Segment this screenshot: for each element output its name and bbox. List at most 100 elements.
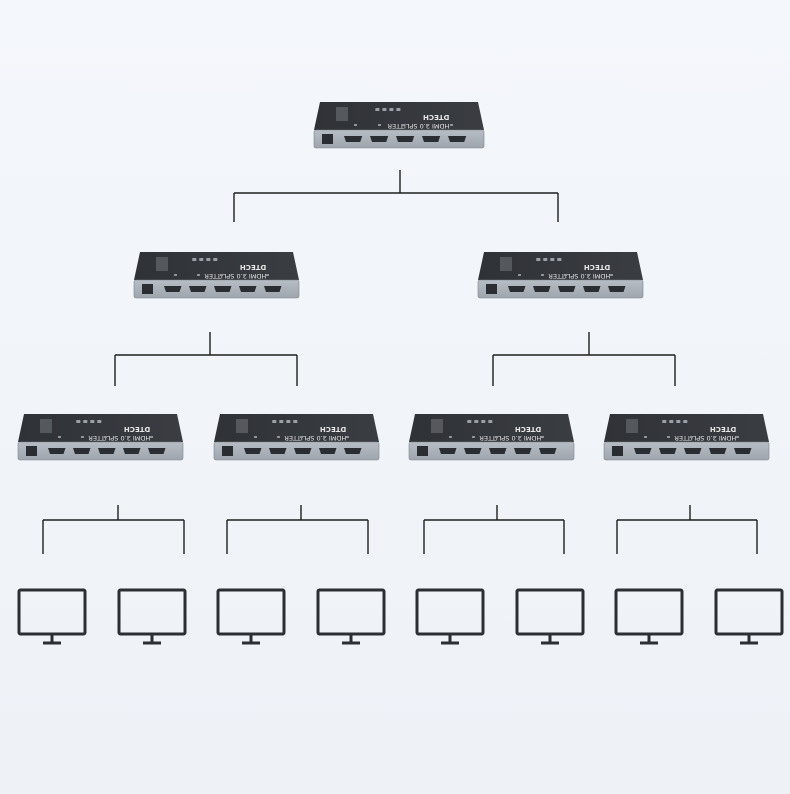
- status-led: [382, 108, 387, 111]
- port-marking: [300, 436, 303, 438]
- status-led: [396, 108, 401, 111]
- monitor-icon: [415, 588, 485, 645]
- status-led: [669, 420, 674, 423]
- hdmi-port: [634, 448, 652, 454]
- port-marking: [426, 124, 429, 126]
- port-marking: [378, 124, 381, 126]
- splitter-model-label: HDMI 2.0 SPLITTER: [284, 434, 346, 442]
- port-marking: [58, 436, 61, 438]
- status-led: [279, 420, 284, 423]
- status-led: [474, 420, 479, 423]
- port-marking: [127, 436, 130, 438]
- hdmi-port: [189, 286, 207, 292]
- port-marking: [644, 436, 647, 438]
- status-led: [206, 258, 211, 261]
- port-marking: [450, 124, 453, 126]
- hdmi-port: [448, 136, 467, 142]
- port-marking: [243, 274, 246, 276]
- port-marking: [690, 436, 693, 438]
- port-marking: [587, 274, 590, 276]
- port-marking: [104, 436, 107, 438]
- hdmi-port: [558, 286, 576, 292]
- hdmi-port: [508, 286, 526, 292]
- splitter-brand-logo: DTECH: [515, 425, 542, 433]
- dip-switch: [626, 419, 638, 433]
- port-marking: [449, 436, 452, 438]
- status-led: [557, 258, 562, 261]
- status-led: [488, 420, 493, 423]
- monitor-icon: [216, 588, 286, 645]
- status-led: [536, 258, 541, 261]
- port-marking: [354, 124, 357, 126]
- hdmi-port: [98, 448, 116, 454]
- hdmi-port: [244, 448, 262, 454]
- port-marking: [518, 274, 521, 276]
- splitter-model-label: HDMI 2.0 SPLITTER: [387, 122, 449, 130]
- status-led: [676, 420, 681, 423]
- port-marking: [472, 436, 475, 438]
- status-led: [481, 420, 486, 423]
- hdmi-port: [370, 136, 389, 142]
- splitter-brand-logo: DTECH: [584, 263, 611, 271]
- monitor-icon: [117, 588, 187, 645]
- hdmi-port: [269, 448, 287, 454]
- hdmi-port: [422, 136, 441, 142]
- port-marking: [277, 436, 280, 438]
- status-led: [83, 420, 88, 423]
- hdmi-port: [709, 448, 727, 454]
- splitter-top-face: [409, 414, 574, 442]
- splitter-brand-logo: DTECH: [320, 425, 347, 433]
- status-led: [286, 420, 291, 423]
- port-marking: [610, 274, 613, 276]
- port-marking: [495, 436, 498, 438]
- power-jack: [322, 134, 333, 144]
- splitter-top-face: [478, 252, 643, 280]
- status-led: [192, 258, 197, 261]
- port-marking: [197, 274, 200, 276]
- dip-switch: [500, 257, 512, 271]
- dip-switch: [156, 257, 168, 271]
- port-marking: [220, 274, 223, 276]
- port-marking: [713, 436, 716, 438]
- splitter-brand-logo: DTECH: [423, 113, 450, 121]
- splitter-top-face: [18, 414, 183, 442]
- hdmi-port: [734, 448, 752, 454]
- status-led: [550, 258, 555, 261]
- port-marking: [254, 436, 257, 438]
- power-jack: [26, 446, 37, 456]
- status-led: [662, 420, 667, 423]
- port-marking: [518, 436, 521, 438]
- port-marking: [736, 436, 739, 438]
- hdmi-port: [684, 448, 702, 454]
- splitter-model-label: HDMI 2.0 SPLITTER: [548, 272, 610, 280]
- hdmi-port: [464, 448, 482, 454]
- port-marking: [266, 274, 269, 276]
- hdmi-port: [264, 286, 282, 292]
- hdmi-port: [489, 448, 507, 454]
- status-led: [90, 420, 95, 423]
- status-led: [272, 420, 277, 423]
- splitter-model-label: HDMI 2.0 SPLITTER: [674, 434, 736, 442]
- status-led: [199, 258, 204, 261]
- hdmi-port: [319, 448, 337, 454]
- port-marking: [667, 436, 670, 438]
- hdmi-port: [583, 286, 601, 292]
- hdmi-port: [123, 448, 141, 454]
- status-led: [389, 108, 394, 111]
- dip-switch: [40, 419, 52, 433]
- power-jack: [612, 446, 623, 456]
- monitor-icon: [614, 588, 684, 645]
- splitter-top-face: [604, 414, 769, 442]
- splitter-top-face: [134, 252, 299, 280]
- monitor-icon: [714, 588, 784, 645]
- dip-switch: [336, 107, 348, 121]
- hdmi-port: [239, 286, 257, 292]
- hdmi-port: [608, 286, 626, 292]
- hdmi-port: [48, 448, 66, 454]
